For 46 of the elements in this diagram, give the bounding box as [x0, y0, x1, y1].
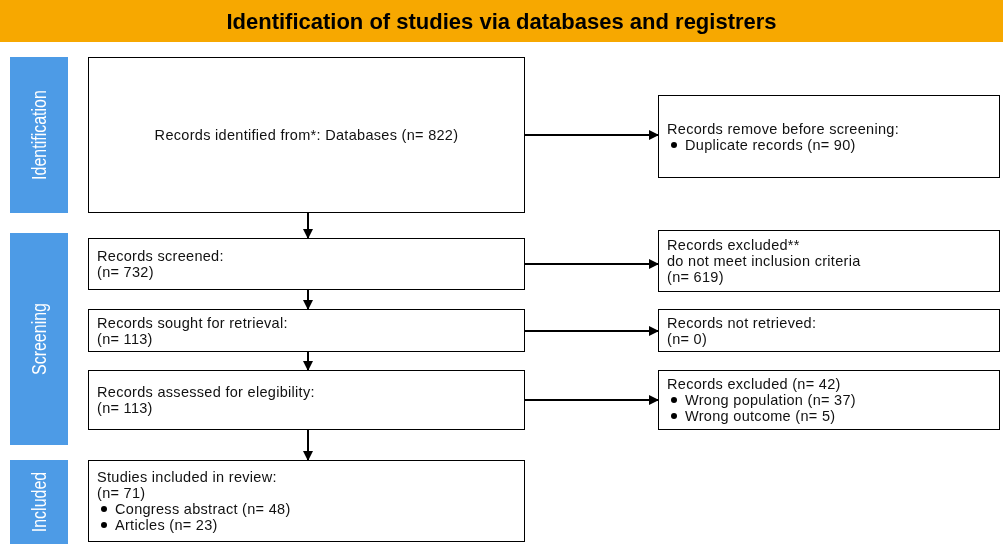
box-text: (n= 619): [667, 269, 725, 285]
box-text: (n= 113): [97, 330, 154, 347]
phase-label: Identification: [27, 90, 51, 180]
bullet-item: Wrong outcome (n= 5): [667, 408, 991, 424]
process-box: [88, 238, 525, 290]
box-text: Studies included in review:: [97, 469, 278, 485]
bullet-item: Congress abstract (n= 48): [97, 501, 516, 517]
arrow: [524, 130, 659, 140]
process-box: [88, 370, 525, 430]
box-text: Records excluded (n= 42): [667, 376, 842, 392]
box-text: Records screened:: [97, 248, 225, 264]
arrow: [303, 351, 313, 371]
box-text: (n= 0): [667, 330, 709, 347]
arrow: [303, 212, 313, 239]
process-box: [88, 460, 525, 542]
phase-label: Screening: [27, 303, 51, 375]
bullet-item: Duplicate records (n= 90): [667, 136, 991, 153]
phase-band: [10, 57, 68, 213]
box-text: (n= 113): [97, 400, 154, 416]
arrow: [524, 395, 659, 405]
box-text: (n= 732): [97, 264, 155, 280]
box-text: Records sought for retrieval:: [97, 314, 289, 331]
box-text: Records not retrieved:: [667, 314, 818, 331]
process-box: [658, 370, 1000, 430]
box-text: Records excluded**: [667, 237, 801, 253]
banner-title: Identification of studies via databases and registrers: [226, 7, 777, 36]
process-box: [658, 230, 1000, 292]
process-box: [88, 309, 525, 352]
box-text: Records remove before screening:: [667, 120, 901, 137]
arrow: [303, 289, 313, 310]
phase-band: [10, 233, 68, 445]
box-text: (n= 71): [97, 485, 147, 501]
arrow: [524, 259, 659, 269]
phase-label: Included: [27, 471, 51, 533]
bullet-item: Articles (n= 23): [97, 517, 516, 533]
arrow: [524, 326, 659, 336]
process-box: [88, 57, 525, 213]
header-banner: [0, 0, 1003, 42]
phase-band: [10, 460, 68, 544]
box-text: Records assessed for elegibility:: [97, 384, 316, 400]
process-box: [658, 95, 1000, 178]
box-text: do not meet inclusion criteria: [667, 253, 862, 269]
box-text: Records identified from*: Databases (n= 822): [154, 127, 459, 143]
process-box: [658, 309, 1000, 352]
arrow: [303, 429, 313, 461]
bullet-item: Wrong population (n= 37): [667, 392, 991, 408]
